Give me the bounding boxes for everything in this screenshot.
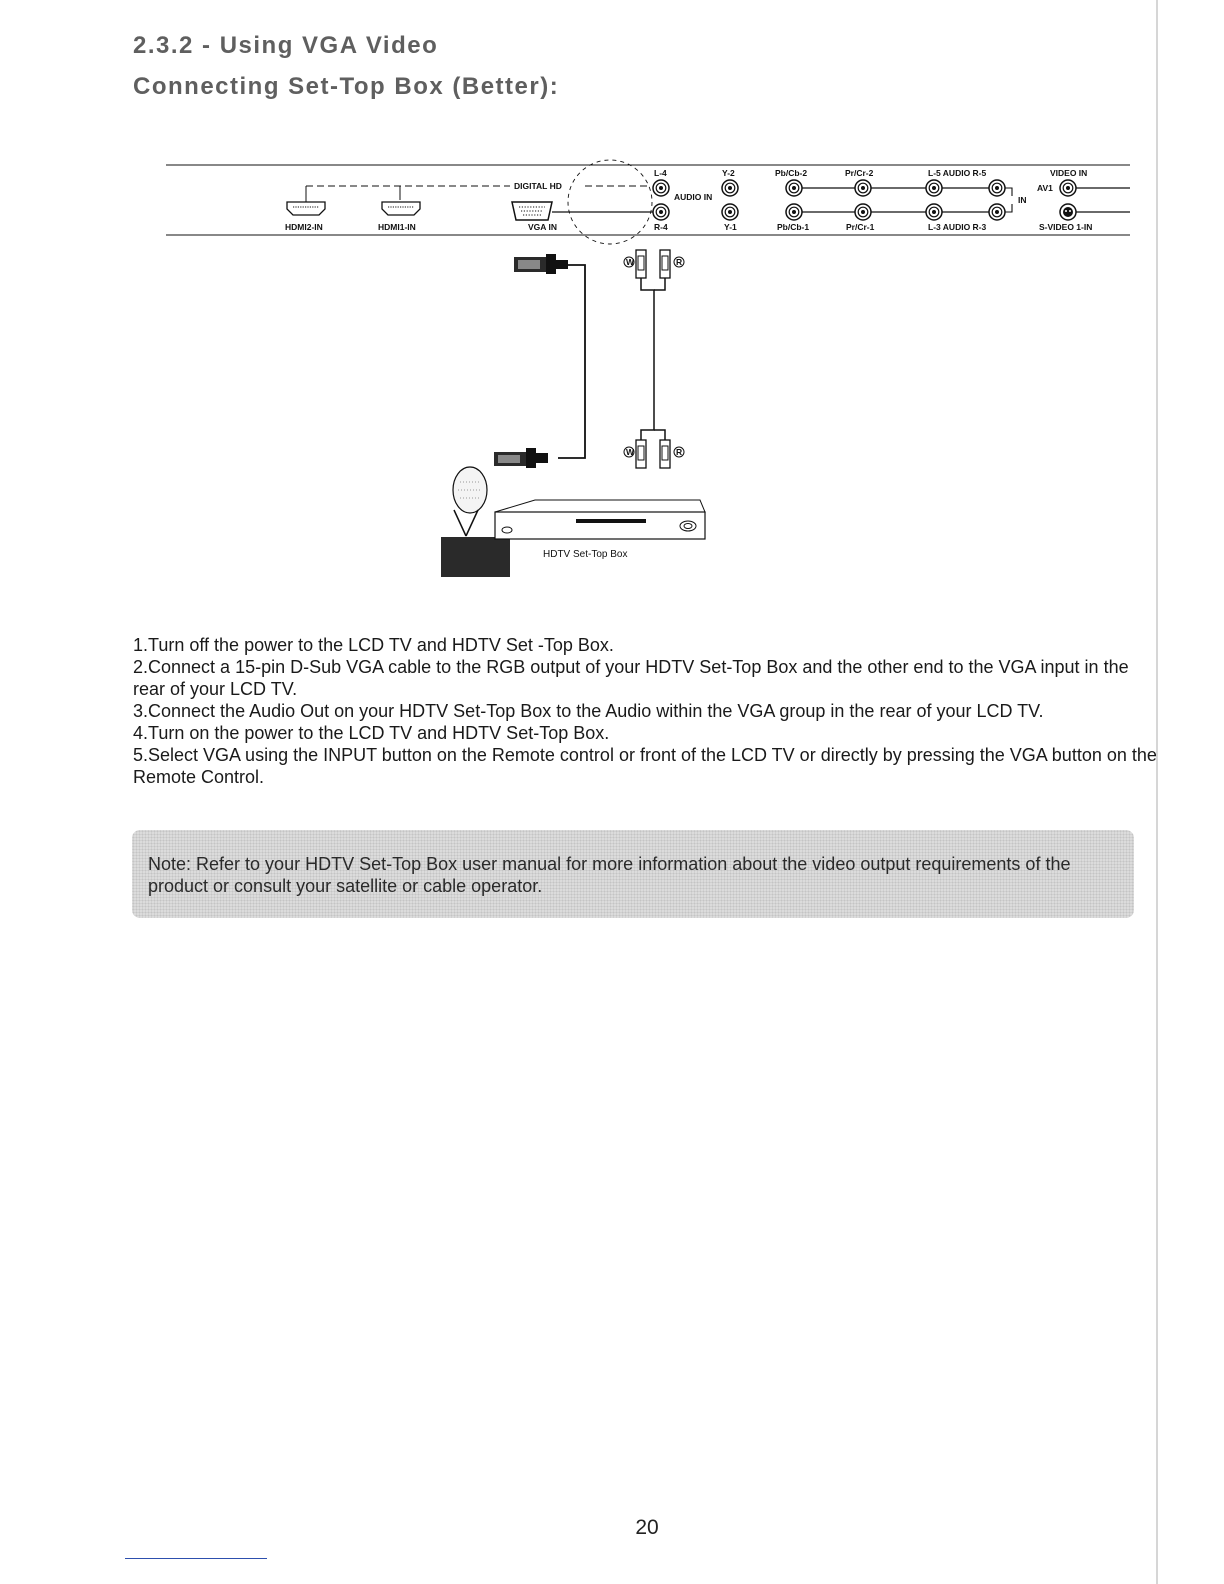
page-number: 20: [635, 1516, 659, 1539]
audio-plugs-bottom: W R: [623, 420, 685, 469]
digital-hd-label: DIGITAL HD: [514, 181, 562, 191]
r5-jack: [988, 179, 1006, 197]
r4-jack: [652, 203, 670, 221]
l4-label: L-4: [654, 168, 667, 178]
y1-jack: [721, 203, 739, 221]
l4-jack: [652, 179, 670, 197]
vga-plug-top: [514, 254, 568, 274]
step-item: 4.Turn on the power to the LCD TV and HD…: [133, 723, 610, 743]
pbcb2-jack: [785, 179, 803, 197]
instruction-steps: 1.Turn off the power to the LCD TV and H…: [133, 634, 1163, 788]
vga-in-label: VGA IN: [528, 222, 557, 232]
vga-cable: [558, 264, 586, 459]
audio-in-label: AUDIO IN: [674, 192, 712, 202]
svideo-label: S-VIDEO 1-IN: [1039, 222, 1092, 232]
av1-label: AV1: [1037, 183, 1053, 193]
step-item: 1.Turn off the power to the LCD TV and H…: [133, 635, 614, 655]
svg-text:W: W: [626, 447, 635, 457]
device-label: HDTV Set-Top Box: [543, 549, 627, 560]
hdmi2-label: HDMI2-IN: [285, 222, 323, 232]
svg-text:W: W: [626, 257, 635, 267]
step-item: 3.Connect the Audio Out on your HDTV Set…: [133, 701, 1044, 721]
in-label: IN: [1018, 195, 1027, 205]
y2-jack: [721, 179, 739, 197]
svg-text:R: R: [676, 447, 682, 457]
hdmi1-label: HDMI1-IN: [378, 222, 416, 232]
prcr1-jack: [854, 203, 872, 221]
hdmi1-port: [381, 201, 421, 216]
svideo-jack: [1059, 203, 1077, 221]
pbcb1-jack: [785, 203, 803, 221]
av1-video-jack: [1059, 179, 1077, 197]
audio-plugs-top: W R: [623, 249, 685, 420]
digital-hd-bracket: DIGITAL HD: [305, 181, 650, 204]
y2-label: Y-2: [722, 168, 735, 178]
page-edge-line: [1156, 0, 1158, 1584]
prcr1-label: Pr/Cr-1: [846, 222, 875, 232]
section-title: 2.3.2 - Using VGA Video: [133, 32, 439, 59]
note-box: Note: Refer to your HDTV Set-Top Box use…: [132, 830, 1134, 918]
l3-jack: [925, 203, 943, 221]
step-item: 2.Connect a 15-pin D-Sub VGA cable to th…: [133, 657, 1129, 699]
footer-rule: [125, 1558, 267, 1559]
prcr2-jack: [854, 179, 872, 197]
prcr2-label: Pr/Cr-2: [845, 168, 874, 178]
subsection-title: Connecting Set-Top Box (Better):: [133, 73, 560, 100]
note-text: Note: Refer to your HDTV Set-Top Box use…: [148, 854, 1071, 896]
connection-diagram: DIGITAL HD HDMI2-IN HDMI1-IN VGA IN L-4 …: [160, 150, 1140, 590]
pbcb1-label: Pb/Cb-1: [777, 222, 809, 232]
satellite-dish-icon: [441, 466, 510, 577]
r3-jack: [988, 203, 1006, 221]
l5-jack: [925, 179, 943, 197]
set-top-box: [494, 499, 706, 540]
step-item: 5.Select VGA using the INPUT button on t…: [133, 745, 1157, 787]
vga-port: [511, 201, 553, 221]
r4-label: R-4: [654, 222, 668, 232]
svg-text:R: R: [676, 257, 682, 267]
y1-label: Y-1: [724, 222, 737, 232]
audio-bottom-label: L-3 AUDIO R-3: [928, 222, 987, 232]
hdmi2-port: [286, 201, 326, 216]
audio-top-label: L-5 AUDIO R-5: [928, 168, 987, 178]
video-in-label: VIDEO IN: [1050, 168, 1087, 178]
vga-group-outline: [567, 159, 653, 245]
pbcb2-label: Pb/Cb-2: [775, 168, 807, 178]
vga-plug-bottom: [494, 448, 548, 468]
